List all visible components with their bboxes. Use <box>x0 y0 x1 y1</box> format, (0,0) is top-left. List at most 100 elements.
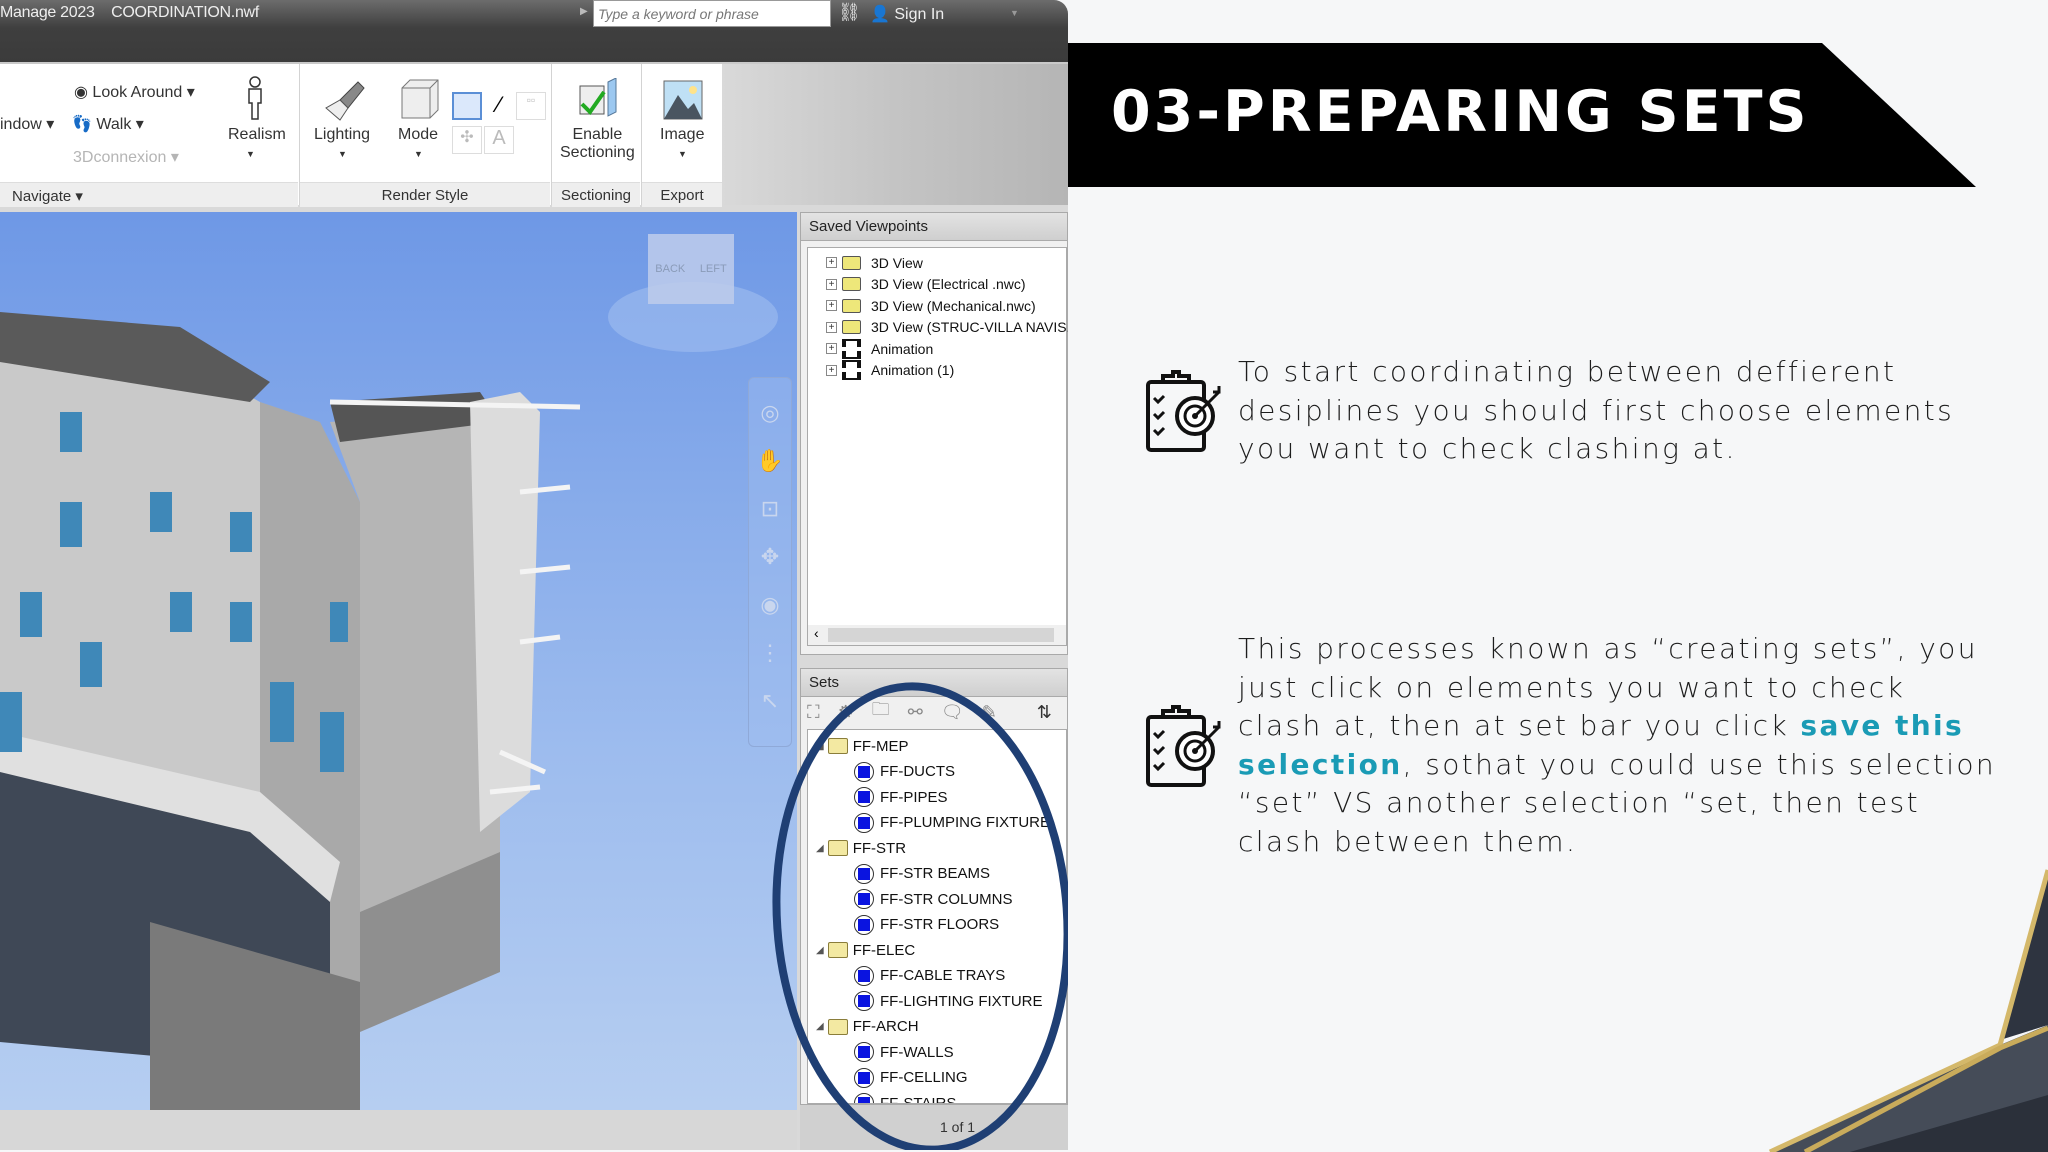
navigate-group-label[interactable]: Navigate ▾ <box>0 182 298 207</box>
add-comment-icon[interactable]: 🗨 <box>940 701 964 722</box>
selection-set-label: FF-CELLING <box>880 1069 968 1086</box>
lines-toggle[interactable]: ⁄ <box>497 92 501 117</box>
set-folder[interactable]: ◢FF-ARCH <box>816 1015 919 1039</box>
title-bar: Manage 2023 COORDINATION.nwf ▶ Type a ke… <box>0 0 1068 62</box>
selection-set-item[interactable]: FF-STAIRS <box>854 1091 956 1103</box>
selection-set-item[interactable]: FF-PLUMPING FIXTURE <box>854 811 1050 835</box>
set-folder[interactable]: ◢ FF-ELEC <box>816 938 915 962</box>
selection-set-item[interactable]: FF-STR BEAMS <box>854 862 990 886</box>
sort-icon[interactable]: ⇅ <box>1036 701 1052 722</box>
3dconnexion-button[interactable]: 3Dconnexion ▾ <box>73 149 179 166</box>
selection-set-icon <box>854 863 874 884</box>
full-render-toggle[interactable] <box>452 92 482 120</box>
collapse-icon[interactable]: ◢ <box>816 944 824 956</box>
orbit-icon[interactable]: ✥ <box>760 544 780 569</box>
collapse-icon[interactable]: ◢ <box>816 842 824 854</box>
mode-button[interactable]: Mode▼ <box>398 126 439 159</box>
new-folder-icon[interactable]: 🗀 <box>871 699 890 719</box>
horizontal-scrollbar[interactable]: ‹ <box>808 625 1066 645</box>
enable-sectioning-icon <box>579 78 617 117</box>
saved-viewpoints-panel: Saved Viewpoints +3D View+3D View (Elect… <box>800 212 1068 655</box>
selection-set-item[interactable]: FF-LIGHTING FIXTURE <box>854 989 1043 1013</box>
viewpoint-item[interactable]: +Animation <box>826 338 933 359</box>
window-button[interactable]: indow ▾ <box>0 116 55 133</box>
viewpoint-item[interactable]: +3D View (Mechanical.nwc) <box>826 295 1036 316</box>
selection-set-label: FF-LIGHTING FIXTURE <box>880 992 1043 1010</box>
select-cursor-icon[interactable]: ↖ <box>760 688 780 713</box>
page-indicator: 1 of 1 <box>940 1119 976 1135</box>
set-folder-label: FF-STR <box>852 839 907 857</box>
expand-icon[interactable]: + <box>826 321 837 333</box>
viewpoint-item[interactable]: +3D View (Electrical .nwc) <box>826 274 1026 295</box>
expand-icon[interactable]: + <box>826 278 837 290</box>
viewpoint-item[interactable]: +3D View <box>826 252 923 273</box>
selection-set-item[interactable]: FF-CABLE TRAYS <box>854 964 1005 988</box>
points-toggle[interactable]: ▫▫ <box>516 92 546 120</box>
expand-icon[interactable]: + <box>826 343 837 354</box>
viewpoint-item[interactable]: +3D View (STRUC-VILLA NAVIS.n <box>826 317 1068 338</box>
highlight-circle-annotation <box>772 682 1068 1150</box>
set-folder[interactable]: ◢ FF-STR <box>816 836 906 860</box>
realism-button[interactable]: Realism▼ <box>228 126 286 159</box>
set-folder-label: FF-ELEC <box>852 941 916 959</box>
duplicate-icon[interactable]: ⚯ <box>907 701 923 722</box>
selection-set-item[interactable]: FF-WALLS <box>854 1040 954 1064</box>
selection-set-icon <box>854 812 874 833</box>
selection-set-label: FF-CABLE TRAYS <box>880 967 1006 984</box>
look-icon[interactable]: ◉ <box>760 592 780 617</box>
animation-film-icon <box>842 360 861 380</box>
text-toggle[interactable]: A <box>484 126 514 154</box>
selection-set-label: FF-STR BEAMS <box>880 865 991 882</box>
viewpoint-item[interactable]: + Animation (1) <box>826 360 954 381</box>
dropdown-icon[interactable]: ▼ <box>1010 8 1019 18</box>
snap-points-toggle[interactable]: ✣ <box>452 126 482 154</box>
selection-set-item[interactable]: FF-STR FLOORS <box>854 913 999 937</box>
clipboard-target-icon <box>1146 705 1221 787</box>
look-around-button[interactable]: ◉ Look Around ▾ <box>74 84 195 101</box>
set-folder[interactable]: ◢FF-MEP <box>816 734 909 758</box>
clipboard-target-icon <box>1146 370 1221 452</box>
search-arrow-icon: ▶ <box>580 6 588 17</box>
viewpoint-label: 3D View (STRUC-VILLA NAVIS.n <box>871 319 1068 335</box>
viewcube-back-face[interactable]: BACK <box>655 263 686 275</box>
walk-button[interactable]: 👣 Walk ▾ <box>72 116 144 133</box>
selection-set-icon <box>854 914 874 935</box>
selection-set-icon <box>854 889 874 909</box>
lighting-button[interactable]: Lighting▼ <box>314 126 371 159</box>
steering-wheel-icon[interactable]: ◎ <box>760 400 780 425</box>
selection-set-item[interactable]: FF-CELLING <box>854 1066 968 1090</box>
expand-icon[interactable]: + <box>826 300 837 311</box>
selection-set-item[interactable]: FF-DUCTS <box>854 760 955 784</box>
viewpoint-label: 3D View (Electrical .nwc) <box>871 276 1026 292</box>
mode-cube-icon <box>401 79 439 119</box>
walk-icon[interactable]: ⋮ <box>759 640 781 665</box>
viewcube[interactable]: BACK LEFT <box>648 234 734 304</box>
save-selection-icon[interactable]: ⛶ <box>807 701 820 722</box>
image-button[interactable]: Image▼ <box>660 126 705 159</box>
paragraph-2-text-end: , sothat you could use this selection “s… <box>1238 747 1997 858</box>
sign-in-label: Sign In <box>894 6 945 23</box>
zoom-window-icon[interactable]: ⊡ <box>760 496 780 521</box>
selection-set-label: FF-PLUMPING FIXTURE <box>880 814 1051 831</box>
sign-in-button[interactable]: 👤 Sign In <box>870 4 944 24</box>
selection-set-item[interactable]: FF-PIPES <box>854 785 948 809</box>
3d-viewport[interactable]: BACK LEFT ◎ ✋ ⊡ ✥ ◉ ⋮ ↖ <box>0 212 797 1110</box>
folder-icon <box>827 738 848 754</box>
folder-icon <box>842 277 861 291</box>
pan-hand-icon[interactable]: ✋ <box>756 448 784 473</box>
collapse-icon[interactable]: ◢ <box>816 1021 824 1032</box>
selection-set-item[interactable]: FF-STR COLUMNS <box>854 887 1013 911</box>
expand-icon[interactable]: + <box>826 257 837 268</box>
sets-pager: 1 of 1 <box>800 1105 1068 1150</box>
selection-set-label: FF-STR COLUMNS <box>880 890 1013 908</box>
title-banner: 03-PREPARING SETS <box>1068 43 1976 187</box>
folder-icon <box>827 1018 848 1035</box>
viewpoint-label: Animation (1) <box>871 362 955 378</box>
search-input[interactable]: Type a keyword or phrase <box>593 0 831 27</box>
folder-icon <box>827 942 848 958</box>
binoculars-icon[interactable]: ⛓ <box>838 2 861 22</box>
expand-icon[interactable]: + <box>826 364 837 376</box>
viewcube-left-face[interactable]: LEFT <box>699 263 727 275</box>
viewpoint-label: 3D View <box>871 254 923 271</box>
